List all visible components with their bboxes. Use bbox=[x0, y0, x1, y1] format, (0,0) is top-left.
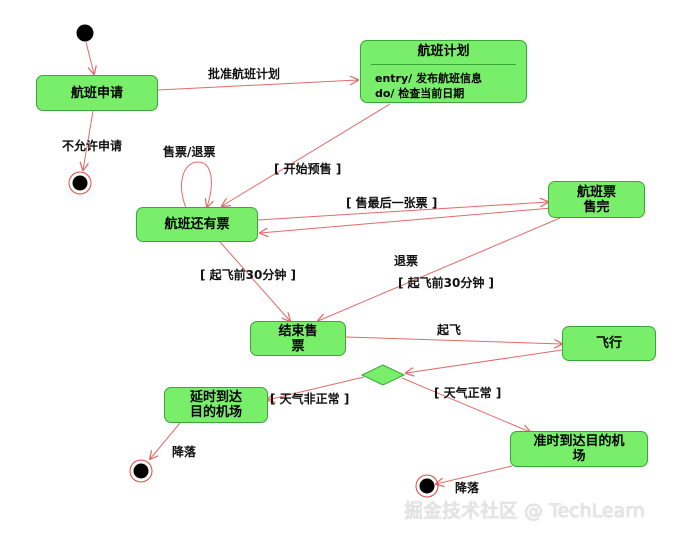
final-node-ontime bbox=[415, 474, 439, 498]
arrow-apply-to-final bbox=[83, 110, 94, 170]
arrow-fly-to-decision bbox=[406, 349, 563, 373]
state-fly: 飞行 bbox=[562, 326, 656, 361]
arrow-has-tickets-to-sold-out bbox=[257, 202, 548, 221]
state-delayed-line1: 延时到达 bbox=[189, 390, 242, 405]
state-delayed-arrival: 延时到达 目的机场 bbox=[164, 387, 268, 423]
arrow-sold-out-to-end-sale bbox=[318, 217, 561, 321]
decision-diamond bbox=[360, 364, 406, 386]
label-refund: 退票 bbox=[394, 254, 419, 268]
arrow-self-loop bbox=[181, 161, 212, 208]
arrow-ontime-to-final bbox=[436, 465, 513, 484]
arrow-decision-to-ontime bbox=[401, 377, 530, 432]
watermark: 掘金技术社区 @ TechLearn bbox=[404, 500, 645, 522]
state-flight-plan: 航班计划 entry/ 发布航班信息 do/ 检查当前日期 bbox=[360, 40, 527, 103]
label-weather-good: [ 天气正常 ] bbox=[434, 386, 502, 400]
label-weather-bad: [ 天气非正常 ] bbox=[270, 392, 350, 406]
arrow-end-sale-to-fly bbox=[345, 336, 562, 344]
label-start-presale: [ 开始预售 ] bbox=[274, 162, 342, 176]
state-end-sale-line1: 结束售 bbox=[278, 323, 318, 339]
label-land-right: 降落 bbox=[455, 481, 480, 495]
state-flight-plan-do: do/ 检查当前日期 bbox=[375, 87, 465, 100]
label-approve: 批准航班计划 bbox=[208, 67, 281, 81]
state-flight-plan-divider bbox=[371, 64, 516, 65]
arrow-decision-to-delayed bbox=[267, 376, 365, 400]
label-takeoff-30-right: [ 起飞前30分钟 ] bbox=[398, 276, 495, 290]
initial-node bbox=[76, 24, 94, 42]
label-land-left: 降落 bbox=[172, 445, 197, 459]
state-has-tickets: 航班还有票 bbox=[136, 207, 258, 242]
state-ontime-label: 准时到达目的机场 bbox=[533, 434, 625, 464]
arrow-sold-out-to-has-tickets bbox=[260, 207, 553, 233]
arrow-delayed-to-final bbox=[150, 422, 181, 459]
state-sold-out-line2: 售完 bbox=[583, 199, 610, 215]
state-sold-out-line1: 航班票 bbox=[576, 184, 616, 200]
label-takeoff-30-left: [ 起飞前30分钟 ] bbox=[200, 268, 297, 282]
arrow-apply-to-plan bbox=[157, 80, 358, 91]
final-node-reject bbox=[68, 171, 92, 195]
state-delayed-line2: 目的机场 bbox=[189, 405, 242, 420]
state-flight-plan-title: 航班计划 bbox=[417, 44, 470, 59]
state-flight-apply: 航班申请 bbox=[36, 75, 158, 111]
state-ontime-arrival: 准时到达目的机场 bbox=[510, 431, 648, 467]
state-flight-apply-label: 航班申请 bbox=[70, 85, 123, 101]
state-has-tickets-label: 航班还有票 bbox=[164, 217, 230, 232]
arrow-start-to-apply bbox=[85, 41, 94, 74]
final-node-delayed bbox=[129, 459, 153, 483]
label-takeoff: 起飞 bbox=[437, 323, 462, 337]
arrow-plan-to-has-tickets bbox=[222, 103, 391, 206]
label-sell-last: [ 售最后一张票 ] bbox=[346, 196, 438, 210]
state-fly-label: 飞行 bbox=[595, 336, 622, 351]
state-end-sale: 结束售 票 bbox=[250, 321, 346, 356]
label-reject: 不允许申请 bbox=[62, 139, 123, 153]
state-sold-out: 航班票 售完 bbox=[548, 181, 645, 218]
state-end-sale-line2: 票 bbox=[291, 338, 305, 354]
arrow-has-tickets-to-end-sale bbox=[219, 241, 290, 321]
label-sell-refund: 售票/退票 bbox=[163, 145, 216, 159]
state-flight-plan-entry: entry/ 发布航班信息 bbox=[375, 72, 482, 85]
